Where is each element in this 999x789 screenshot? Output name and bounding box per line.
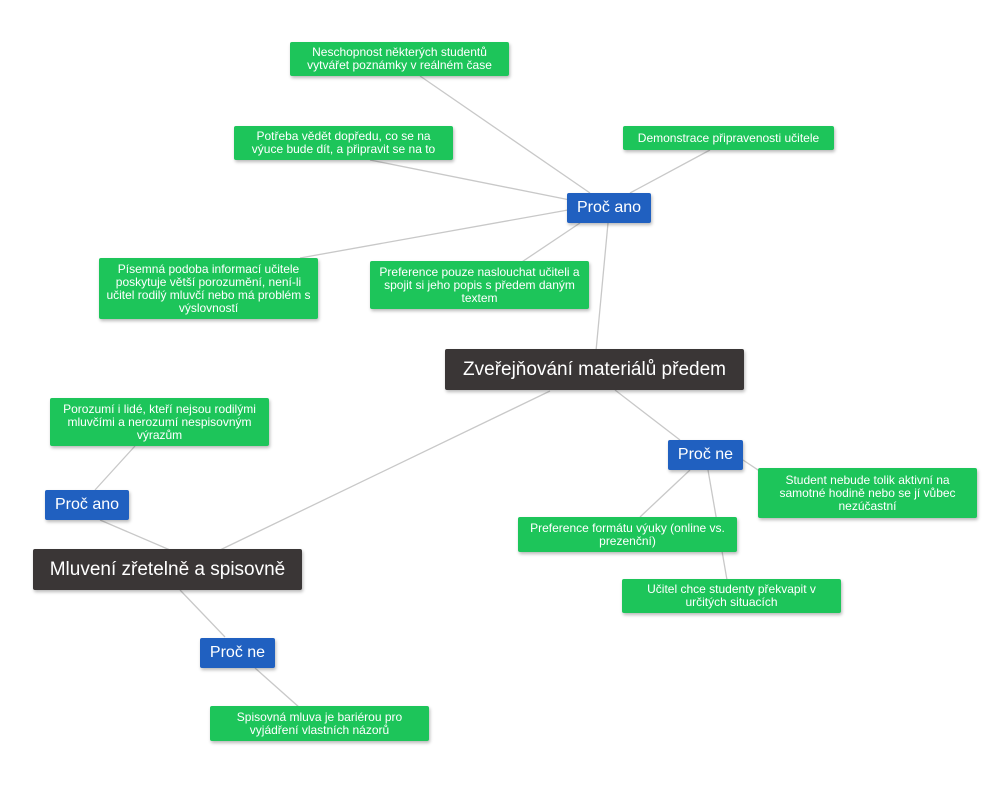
link-speaking-no [179, 589, 226, 638]
link-yes-teacher-ready [629, 149, 711, 194]
leaf-understand-all-label: Porozumí i lidé, kteří nejsou rodilými m… [63, 401, 256, 442]
branch-speaking-no-label: Proč ne [209, 644, 266, 661]
leaf-teacher-ready-label: Demonstrace připravenosti učitele [637, 130, 820, 145]
leaf-format-pref-label: Preference formátu výuky (online vs. pre… [530, 520, 725, 548]
leaf-know-ahead[interactable]: Potřeba vědět dopředu, co se na výuce bu… [234, 126, 453, 160]
leaf-teacher-ready[interactable]: Demonstrace připravenosti učitele [623, 126, 834, 150]
branch-speaking-yes[interactable]: Proč ano [45, 490, 129, 520]
link-materials-yes [595, 222, 609, 352]
topic-materials-label: Zveřejňování materiálů předem [463, 358, 726, 380]
leaf-know-ahead-label: Potřeba vědět dopředu, co se na výuce bu… [251, 129, 436, 156]
link-no-format-pref [639, 469, 691, 518]
branch-materials-yes[interactable]: Proč ano [567, 193, 651, 223]
leaf-written-form-label: Písemná podoba informací učitele poskytu… [106, 261, 311, 315]
topic-speaking-label: Mluvení zřetelně a spisovně [49, 558, 286, 580]
leaf-surprise[interactable]: Učitel chce studenty překvapit v určitýc… [622, 579, 841, 613]
leaf-written-form[interactable]: Písemná podoba informací učitele poskytu… [99, 258, 318, 319]
leaf-format-pref[interactable]: Preference formátu výuky (online vs. pre… [518, 517, 737, 552]
link-yes-written-form [299, 209, 569, 259]
leaf-realtime-notes-label: Neschopnost některých studentů vytvářet … [307, 45, 492, 72]
link-materials-speaking [219, 390, 551, 551]
leaf-student-passive-label: Student nebude tolik aktivní na samotné … [779, 472, 956, 513]
branch-materials-yes-label: Proč ano [576, 199, 642, 216]
branch-materials-no-label: Proč ne [677, 446, 734, 463]
leaf-listen-pref[interactable]: Preference pouze naslouchat učiteli a sp… [370, 261, 589, 309]
leaf-realtime-notes[interactable]: Neschopnost některých studentů vytvářet … [290, 42, 509, 76]
leaf-listen-pref-label: Preference pouze naslouchat učiteli a sp… [379, 264, 580, 305]
branch-materials-no[interactable]: Proč ne [668, 440, 743, 470]
leaf-surprise-label: Učitel chce studenty překvapit v určitýc… [647, 582, 816, 609]
link-yes-realtime-notes [419, 75, 591, 194]
leaf-barrier[interactable]: Spisovná mluva je bariérou pro vyjádření… [210, 706, 429, 741]
link-yes-know-ahead [369, 159, 571, 201]
link-speaking-yes-understand [94, 445, 136, 491]
topic-materials[interactable]: Zveřejňování materiálů předem [445, 349, 744, 390]
leaf-understand-all[interactable]: Porozumí i lidé, kteří nejsou rodilými m… [50, 398, 269, 446]
branch-speaking-yes-label: Proč ano [54, 496, 120, 513]
leaf-barrier-label: Spisovná mluva je bariérou pro vyjádření… [236, 709, 403, 737]
branch-speaking-no[interactable]: Proč ne [200, 638, 275, 668]
topic-speaking[interactable]: Mluvení zřetelně a spisovně [33, 549, 302, 590]
link-materials-no [614, 389, 681, 441]
link-speaking-yes [99, 519, 171, 551]
link-speaking-no-barrier [254, 667, 301, 709]
leaf-student-passive[interactable]: Student nebude tolik aktivní na samotné … [758, 468, 977, 518]
